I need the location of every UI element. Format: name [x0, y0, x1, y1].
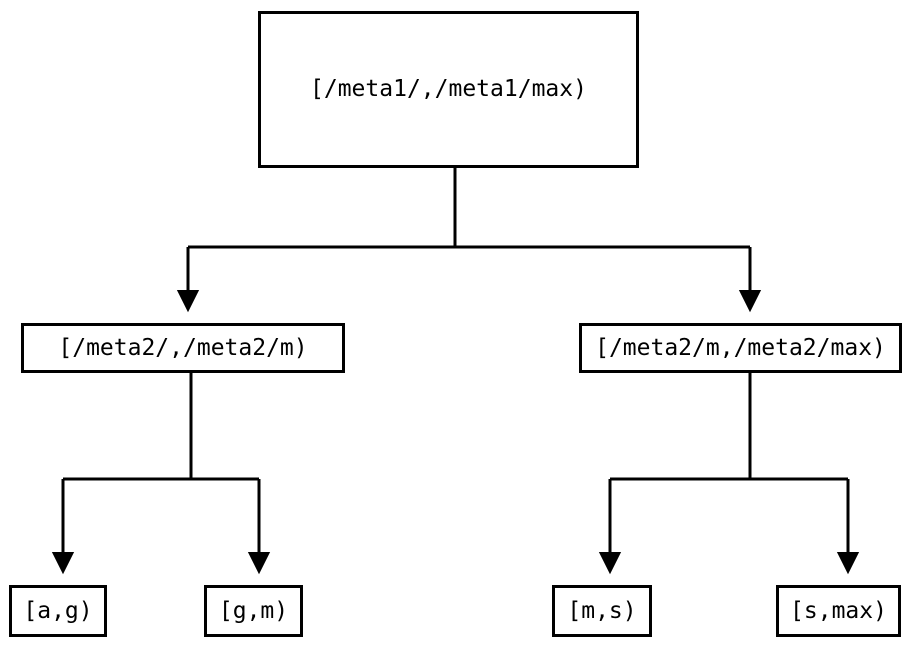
tree-node-leaf-a-g: [a,g): [9, 585, 107, 637]
edge-mid-right-to-leaves-group: [598, 373, 860, 575]
tree-node-leaf-s-max: [s,max): [776, 585, 901, 637]
edge-mid-left-to-leaves-group: [51, 373, 271, 575]
edge-root-to-mid-group: [176, 168, 762, 313]
tree-node-leaf-m-s: [m,s): [552, 585, 652, 637]
tree-node-mid-right: [/meta2/m,/meta2/max): [579, 323, 902, 373]
tree-node-mid-left: [/meta2/,/meta2/m): [21, 323, 345, 373]
tree-node-leaf-g-m: [g,m): [204, 585, 303, 637]
tree-node-root: [/meta1/,/meta1/max): [258, 11, 639, 168]
